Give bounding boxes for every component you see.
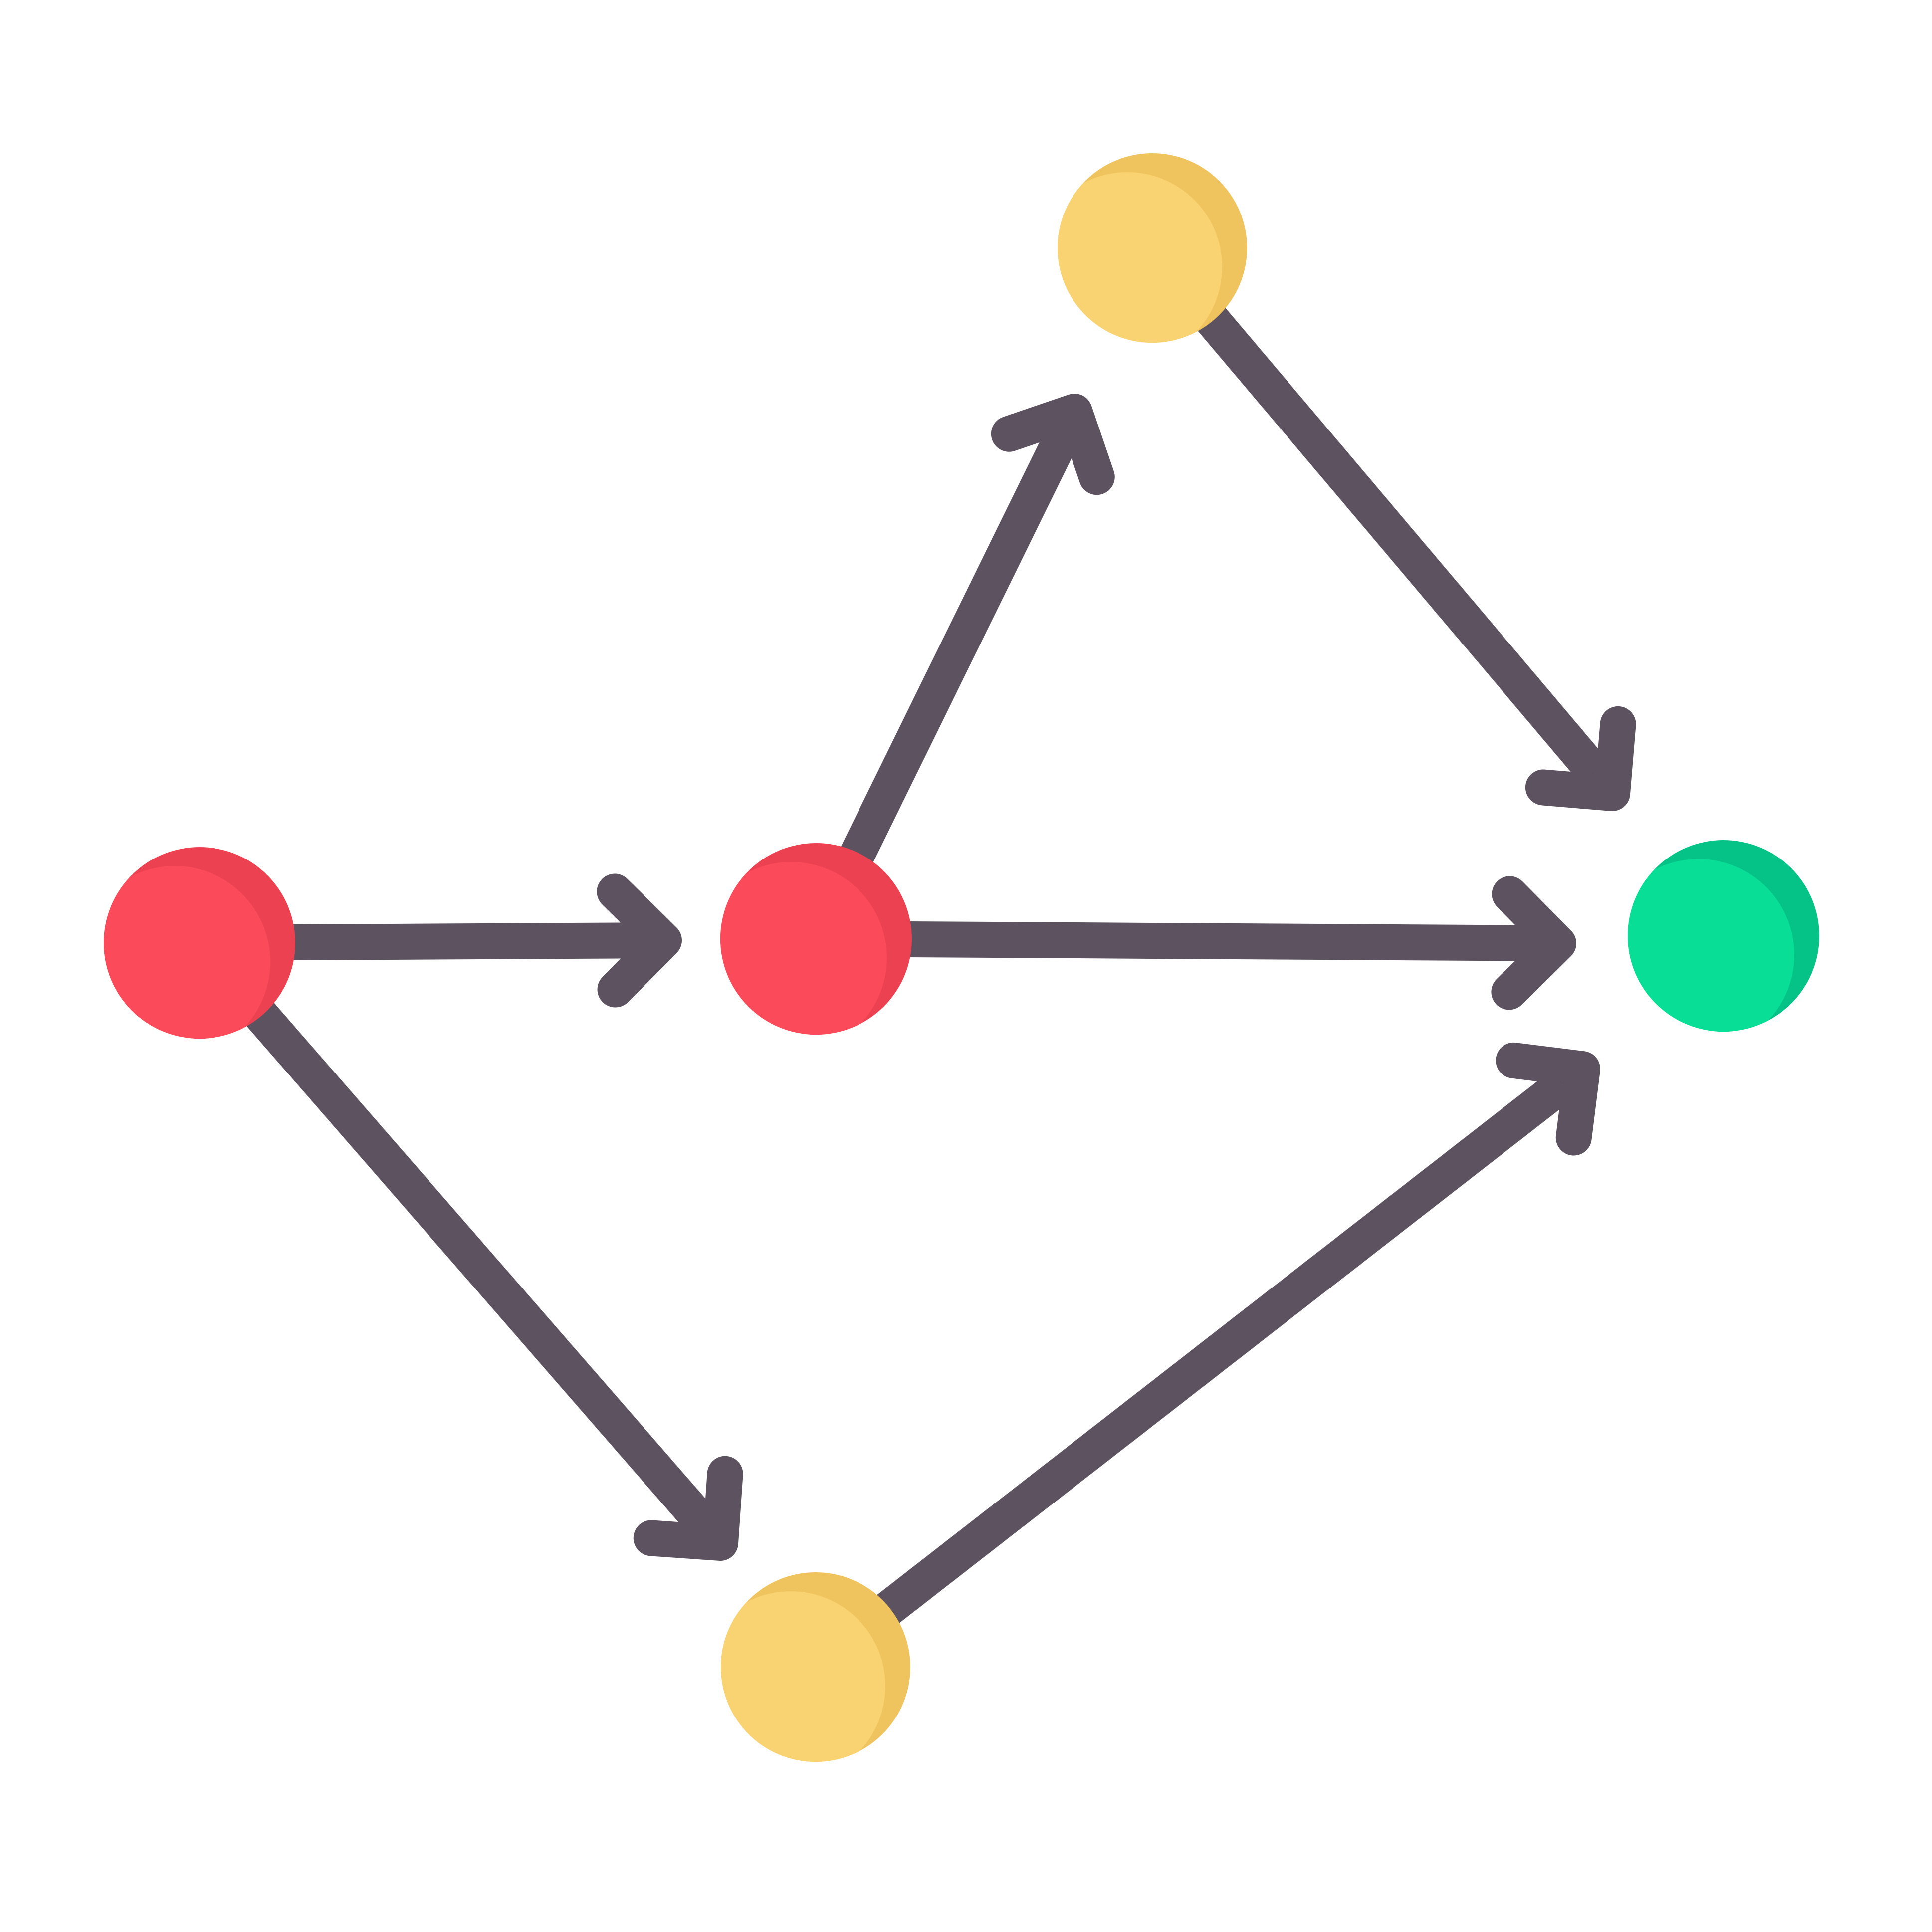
node-green-right [1628, 840, 1819, 1032]
node-highlight-circle [1628, 859, 1794, 1032]
edge-shaft [867, 1070, 1573, 1631]
edge-yellow-bottom-to-green [867, 1042, 1600, 1631]
edge-shaft [1190, 298, 1610, 786]
node-yellow-bottom [721, 1572, 910, 1762]
node-highlight-circle [721, 1591, 885, 1762]
edge-red-center-to-yellow-top [835, 394, 1115, 874]
node-highlight-circle [720, 862, 887, 1035]
edge-yellow-top-to-green [1190, 298, 1636, 811]
edge-arrowhead [1491, 876, 1576, 1010]
edge-arrowhead [633, 1456, 743, 1561]
edge-arrowhead [1496, 1042, 1600, 1156]
node-highlight-circle [1058, 172, 1222, 343]
node-highlight-circle [104, 866, 270, 1039]
edge-red-center-to-green [896, 876, 1576, 1010]
edge-shaft [896, 921, 1533, 961]
edge-shaft [238, 992, 717, 1536]
edge-shaft [835, 426, 1079, 874]
edge-arrowhead [1525, 706, 1636, 811]
edge-red-left-to-red-center [280, 873, 682, 1008]
edge-red-left-to-yellow-bottom [238, 992, 743, 1561]
edge-arrowhead [597, 873, 682, 1008]
node-red-center [720, 843, 912, 1035]
edge-arrowhead [991, 394, 1115, 495]
edge-shaft [280, 922, 639, 961]
